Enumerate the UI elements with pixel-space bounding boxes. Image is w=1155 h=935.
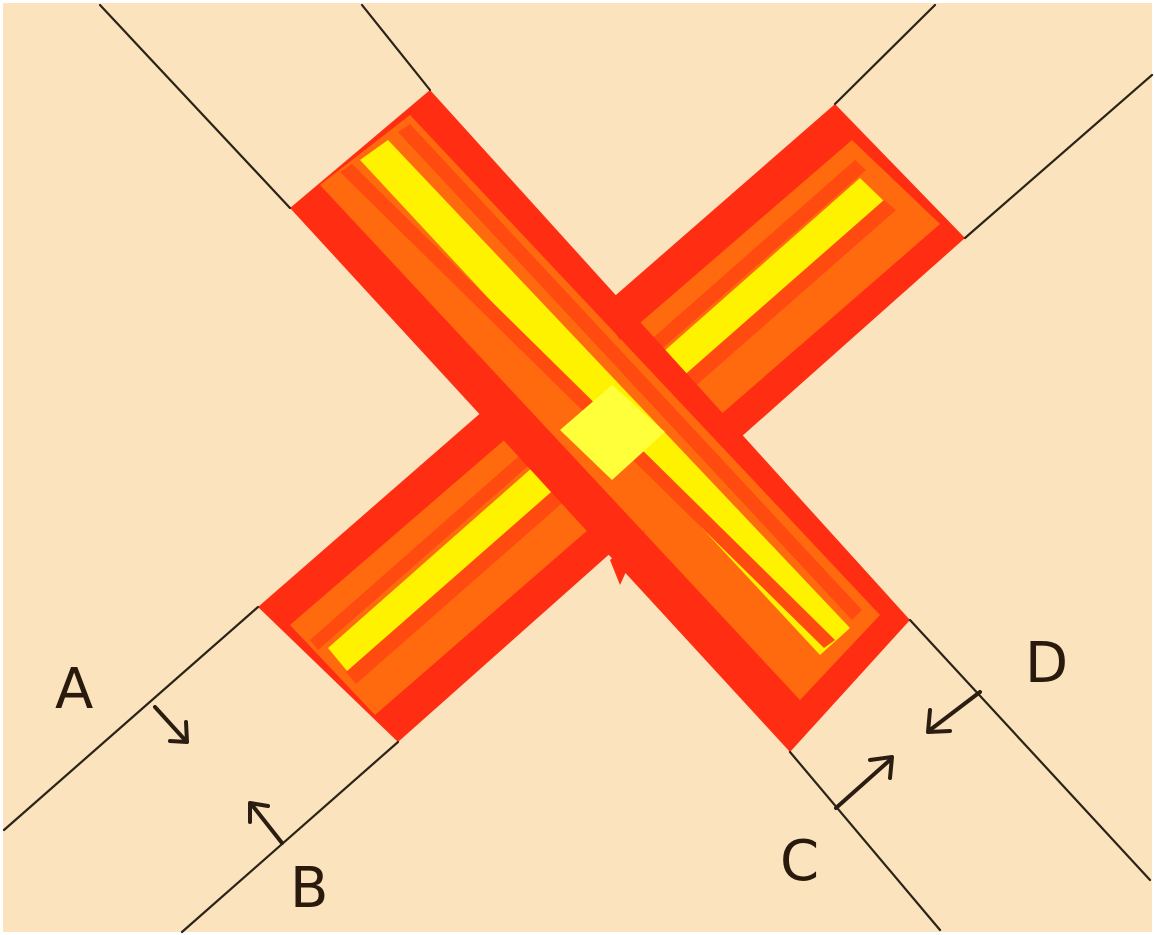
label-b: B [290, 856, 328, 921]
label-a: A [55, 657, 93, 722]
label-c: C [780, 829, 819, 894]
label-d: D [1025, 631, 1068, 696]
